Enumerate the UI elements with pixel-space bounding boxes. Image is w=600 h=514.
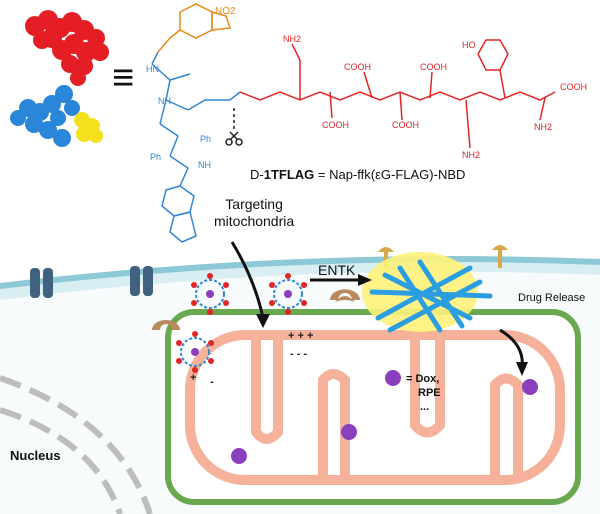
targeting-line-2: mitochondria: [214, 213, 295, 229]
residue-label-nh2-top: NH2: [283, 34, 302, 44]
ion-channel-icon: [30, 266, 153, 298]
nanoparticle-icon: [176, 273, 307, 373]
residue-label-cooh-5: COOH: [560, 82, 587, 92]
charge-plus-row: + + +: [288, 330, 314, 342]
dox-line-2: RPE: [418, 387, 441, 399]
formula-bold: 1TFLAG: [263, 167, 315, 182]
equivalence-symbol: ≡: [112, 57, 135, 99]
residue-label-nh-2: NH: [198, 160, 211, 170]
chemical-structure: [151, 3, 556, 243]
formula-prefix: D-: [250, 167, 264, 182]
residue-label-ph-1: Ph: [200, 134, 212, 144]
drug-release-label: Drug Release: [518, 292, 586, 304]
residue-label-ph-2: Ph: [150, 152, 162, 162]
residue-label-nh2-bottom: NH2: [462, 150, 481, 160]
nucleus-label: Nucleus: [10, 448, 61, 463]
charge-plus-left: +: [190, 372, 197, 384]
molecule-space-filling-model: [10, 10, 109, 147]
arrow-icon: [230, 241, 528, 376]
formula-rest: = Nap-ffk(εG-FLAG)-NBD: [314, 167, 466, 182]
residue-label-cooh-3: COOH: [420, 62, 447, 72]
charge-minus-left: -: [210, 376, 214, 388]
targeting-line-1: Targeting: [225, 196, 283, 212]
entk-label: ENTK: [318, 262, 356, 278]
targeting-label: Targeting mitochondria: [214, 196, 294, 230]
residue-label-cooh-2: COOH: [322, 120, 349, 130]
nucleus-envelope: [0, 375, 153, 514]
nitro-group-label: NO2: [215, 6, 236, 17]
fiber-network: [362, 252, 493, 333]
residue-label-cooh-4: COOH: [392, 120, 419, 130]
residue-label-nh: NH: [158, 96, 171, 106]
residue-label-ho: HO: [462, 40, 476, 50]
dox-label: = Dox, RPE ...: [406, 372, 441, 414]
scissors-icon: [225, 131, 243, 146]
residue-label-cooh-1: COOH: [344, 62, 371, 72]
formula-label: D-1TFLAG = Nap-ffk(εG-FLAG)-NBD: [250, 167, 465, 182]
enzyme-icon: [152, 289, 360, 330]
drug-molecule-icon: [231, 370, 538, 464]
residue-label-hn: HN: [146, 64, 159, 74]
dox-line-3: ...: [420, 401, 430, 413]
mitochondrion: [185, 330, 565, 485]
charge-minus-row: - - -: [290, 348, 308, 360]
dox-line-1: = Dox,: [406, 373, 440, 385]
residue-label-nh2-mid: NH2: [534, 122, 553, 132]
